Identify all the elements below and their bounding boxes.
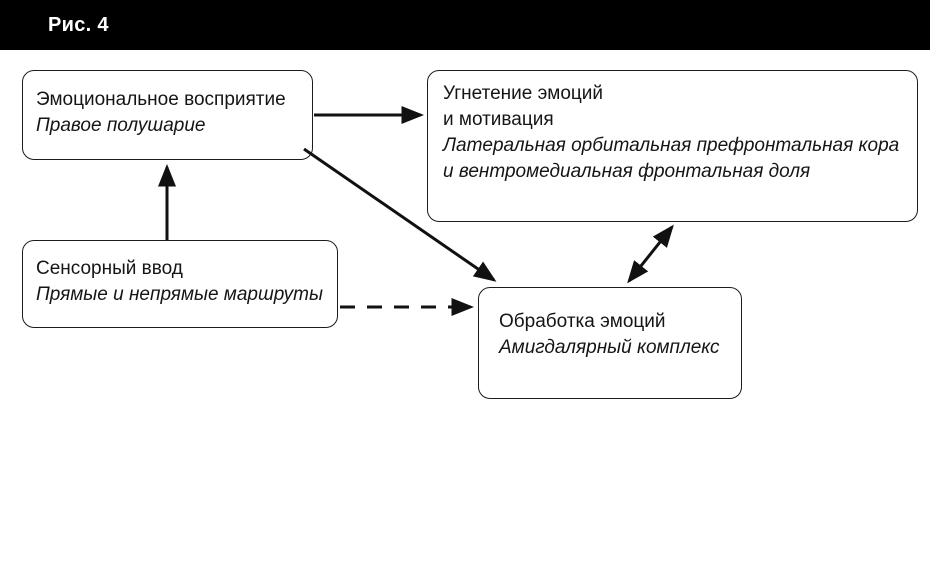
node-subtitle-line1: Латеральная орбитальная префронтальная к… [443, 135, 900, 156]
node-subtitle: Амигдалярный комплекс [499, 337, 720, 358]
node-title: Сенсорный ввод [36, 258, 183, 279]
node-title: Эмоциональное восприятие [36, 89, 286, 110]
node-subtitle-line2: и вентромедиальная фронтальная доля [443, 161, 811, 182]
figure-caption-bar: Рис. 4 [0, 0, 930, 50]
node-emotional-perception: Эмоциональное восприятие Правое полушари… [22, 70, 313, 160]
arrow-suppression-processing-two-way [627, 224, 674, 284]
node-subtitle: Прямые и непрямые маршруты [36, 284, 323, 305]
node-emotion-processing: Обработка эмоций Амигдалярный комплекс [478, 287, 742, 399]
node-title-line2: и мотивация [443, 109, 554, 130]
node-title: Обработка эмоций [499, 311, 666, 332]
node-sensory-input: Сенсорный ввод Прямые и непрямые маршрут… [22, 240, 338, 328]
node-subtitle: Правое полушарие [36, 115, 206, 136]
node-emotion-suppression-motivation: Угнетение эмоций и мотивация Латеральная… [427, 70, 918, 222]
node-title-line1: Угнетение эмоций [443, 83, 604, 104]
figure-caption: Рис. 4 [48, 13, 109, 36]
